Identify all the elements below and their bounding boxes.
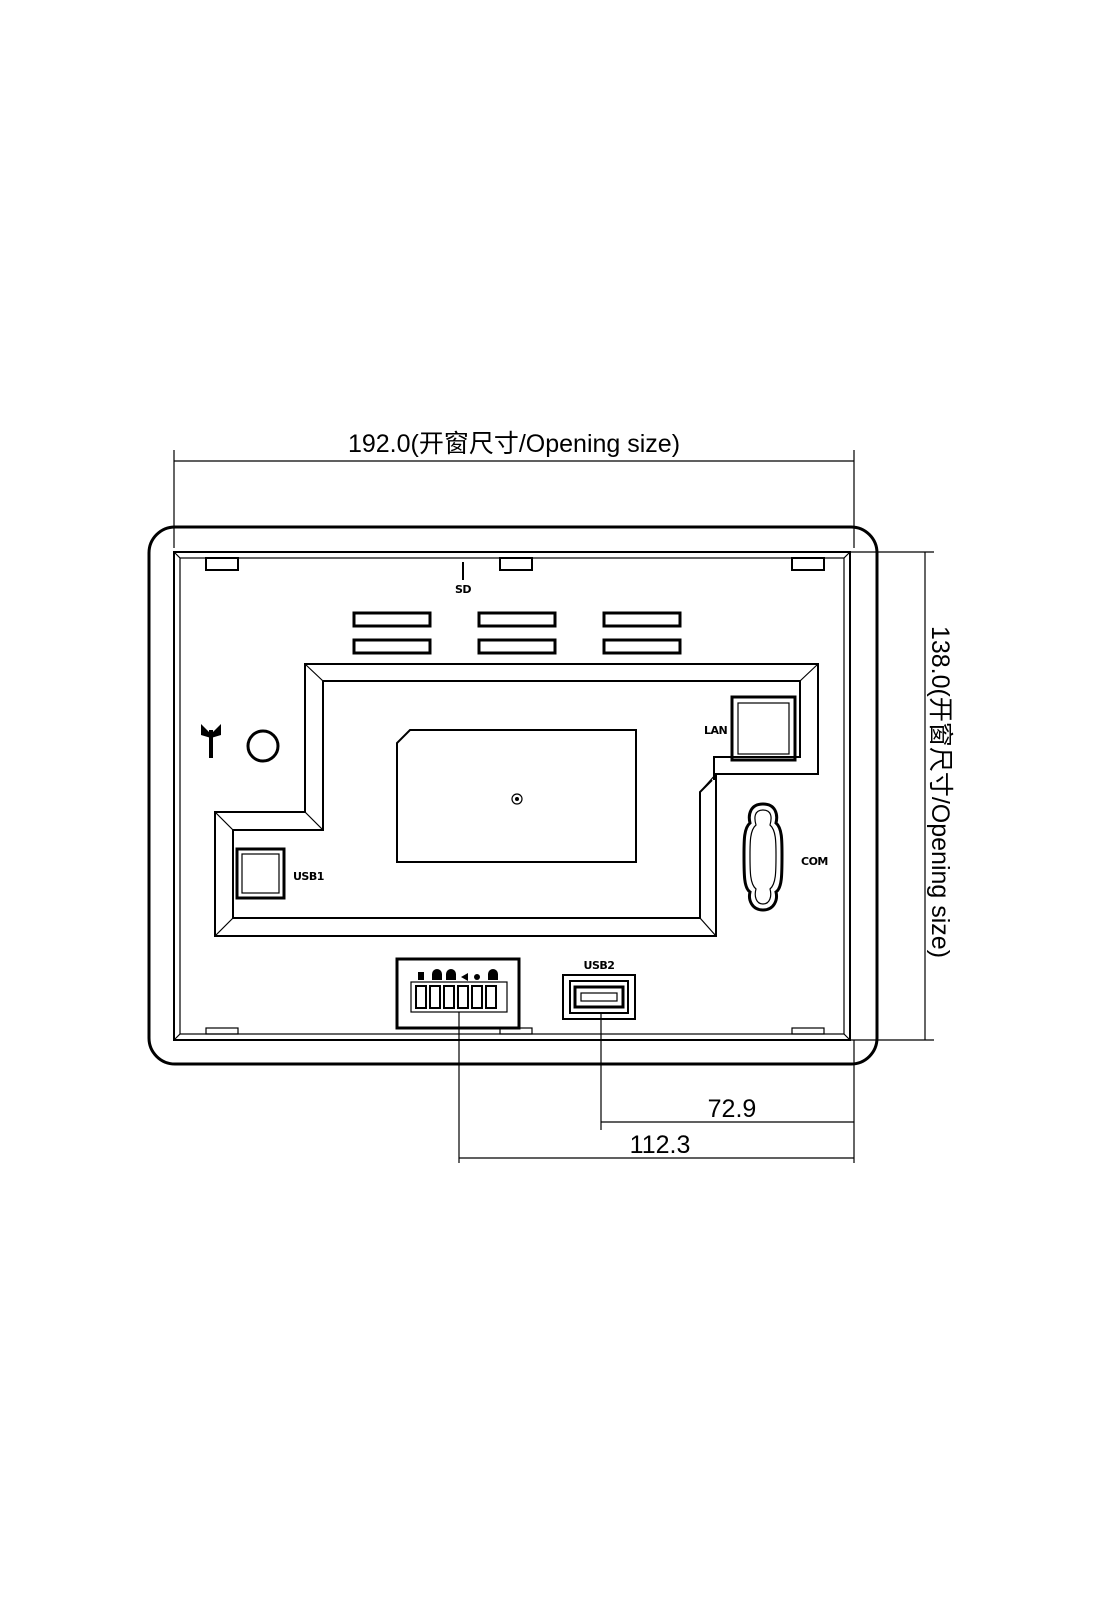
height-dimension: 138.0(开窗尺寸/Opening size) [850, 551, 954, 1041]
vent-slots [352, 611, 682, 655]
antenna-icon [201, 724, 221, 758]
height-dimension-label: 138.0(开窗尺寸/Opening size) [926, 626, 954, 958]
label-window [396, 729, 637, 863]
usb1-label: USB1 [293, 870, 324, 883]
com-label: COM [801, 855, 828, 868]
recessed-panel [214, 663, 819, 937]
sd-slot: SD [455, 562, 472, 596]
lan-port: LAN [704, 695, 797, 762]
usb2-port: USB2 [562, 959, 636, 1020]
usb2-label: USB2 [584, 959, 615, 972]
sd-label: SD [455, 583, 471, 596]
usb2-offset-label: 72.9 [708, 1095, 757, 1123]
terminal-offset-dimension: 112.3 [458, 1012, 854, 1163]
width-dimension-label: 192.0(开窗尺寸/Opening size) [348, 430, 680, 458]
usb2-offset-dimension: 72.9 [600, 1012, 855, 1163]
lan-label: LAN [704, 724, 728, 737]
com-port: COM [742, 802, 828, 912]
antenna-connector [246, 729, 280, 763]
width-dimension: 192.0(开窗尺寸/Opening size) [173, 430, 855, 548]
terminal-offset-label: 112.3 [630, 1131, 691, 1159]
usb1-port: USB1 [235, 847, 324, 900]
power-terminal [395, 957, 521, 1030]
terminal-pins [415, 969, 498, 1009]
housing [147, 525, 879, 1066]
